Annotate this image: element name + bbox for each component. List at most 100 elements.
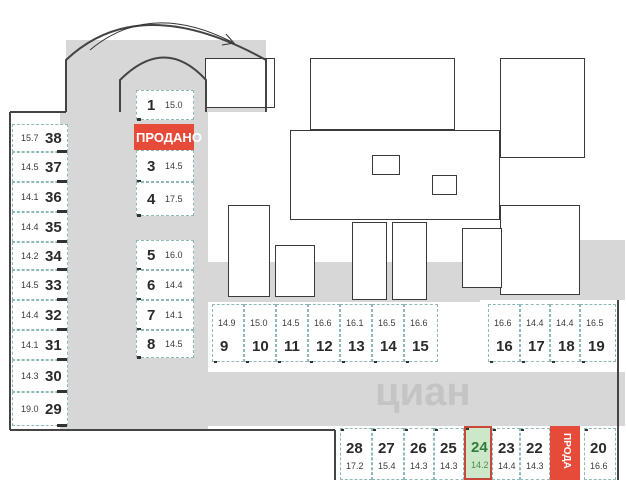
spot-area: 14.1: [21, 192, 39, 202]
spot-divider: [341, 429, 344, 431]
spot-number: 3: [147, 158, 156, 175]
spot-number: 15: [412, 338, 429, 355]
spot-divider: [522, 361, 525, 363]
parking-spot-31[interactable]: 14.1 31: [12, 330, 68, 361]
parking-spot-23[interactable]: 23 14.4: [492, 428, 520, 480]
core-rooms-c: [500, 58, 585, 158]
spot-number: 24: [471, 439, 488, 456]
parking-spot-11[interactable]: 14.5 11: [276, 304, 308, 363]
spot-number: 1: [147, 97, 156, 114]
spot-divider: [57, 358, 67, 361]
parking-spot-28[interactable]: 28 17.2: [340, 428, 372, 480]
spot-area: 19.0: [21, 404, 39, 414]
spot-divider: [310, 361, 313, 363]
spot-number: 23: [498, 440, 515, 457]
spot-divider: [57, 150, 67, 153]
core-rooms-g: [392, 222, 427, 300]
spot-divider: [435, 429, 438, 431]
spot-number: 18: [558, 338, 575, 355]
spot-area: 14.3: [526, 461, 544, 471]
elevator-2: [432, 175, 457, 195]
spot-number: 28: [346, 440, 363, 457]
spot-number: 14: [380, 338, 397, 355]
core-rooms-top: [205, 58, 275, 108]
spot-number: 12: [316, 338, 333, 355]
spot-number: 16: [496, 338, 513, 355]
spot-number: 36: [45, 189, 62, 206]
spot-area: 14.5: [21, 162, 39, 172]
spot-divider: [405, 429, 408, 431]
spot-area: 14.3: [410, 461, 428, 471]
core-rooms-d: [228, 205, 270, 297]
spot-number: 33: [45, 277, 62, 294]
parking-spot-21[interactable]: ПРОДА: [550, 426, 580, 480]
spot-area: 16.6: [494, 318, 512, 328]
spot-divider: [57, 180, 67, 183]
spot-divider: [57, 268, 67, 271]
sold-label: ПРОДА: [561, 433, 572, 469]
watermark: циан: [375, 370, 471, 414]
spot-area: 17.2: [346, 461, 364, 471]
spot-number: 38: [45, 130, 62, 147]
spot-area: 14.5: [165, 161, 183, 171]
spot-number: 11: [284, 338, 300, 355]
spot-divider: [406, 361, 409, 363]
spot-area: 16.6: [314, 318, 332, 328]
spot-area: 14.2: [21, 251, 39, 261]
spot-area: 16.5: [586, 318, 604, 328]
parking-spot-26[interactable]: 26 14.3: [404, 428, 434, 480]
spot-area: 14.1: [21, 340, 39, 350]
parking-spot-12[interactable]: 16.6 12: [308, 304, 340, 363]
spot-area: 14.4: [498, 461, 516, 471]
spot-number: 13: [348, 338, 365, 355]
spot-area: 14.5: [282, 318, 300, 328]
spot-number: 4: [147, 191, 156, 208]
spot-number: 26: [410, 440, 427, 457]
spot-divider: [521, 429, 524, 431]
spot-number: 25: [440, 440, 457, 457]
spot-number: 17: [528, 338, 545, 355]
spot-divider: [490, 361, 493, 363]
spot-area: 14.9: [218, 318, 236, 328]
spot-divider: [57, 210, 67, 213]
parking-spot-37[interactable]: 14.5 37: [12, 152, 68, 183]
spot-number: 37: [45, 159, 62, 176]
parking-spot-16[interactable]: 16.6 16: [488, 304, 520, 363]
core-rooms-f: [352, 222, 387, 300]
core-rooms-a: [290, 130, 500, 220]
spot-number: 27: [378, 440, 395, 457]
spot-divider: [137, 356, 141, 359]
spot-number: 31: [45, 337, 62, 354]
parking-spot-36[interactable]: 14.1 36: [12, 182, 68, 213]
parking-spot-2[interactable]: ПРОДАНО: [134, 124, 202, 150]
spot-area: 16.6: [590, 461, 608, 471]
